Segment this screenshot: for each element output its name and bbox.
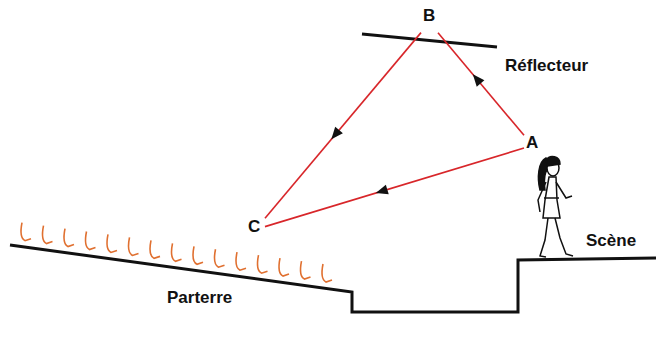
seat-mark: [236, 252, 246, 270]
sound-ray: [265, 148, 524, 227]
seat-mark: [129, 237, 139, 255]
seat-mark: [193, 246, 203, 264]
point-marker: A: [524, 134, 541, 157]
point-label: C: [248, 218, 260, 237]
floor-outline: [10, 245, 656, 312]
point-marker: B: [421, 7, 438, 38]
seat-mark: [150, 240, 160, 258]
seat-mark: [21, 223, 31, 241]
seat-rows: [21, 223, 332, 282]
woman-figure: [538, 157, 573, 257]
parterre-label: Parterre: [167, 289, 232, 308]
reflector-panel: [362, 34, 497, 47]
point-marker: C: [246, 218, 265, 241]
seat-mark: [301, 261, 311, 279]
seat-mark: [107, 234, 117, 252]
sound-ray: [438, 33, 524, 136]
ray-line: [438, 33, 524, 136]
ray-line: [265, 148, 524, 227]
point-label: B: [423, 7, 435, 26]
seat-mark: [86, 232, 96, 250]
seat-mark: [64, 229, 74, 247]
arrow-head: [473, 74, 485, 86]
point-label: A: [526, 134, 538, 153]
seat-mark: [258, 255, 268, 273]
seat-mark: [215, 249, 225, 267]
sound-ray: [265, 33, 421, 219]
seat-mark: [172, 243, 182, 261]
seat-mark: [279, 258, 289, 276]
seat-mark: [43, 226, 53, 244]
arrow-head: [376, 185, 389, 195]
seat-mark: [322, 264, 332, 282]
ray-line: [265, 33, 421, 219]
stage-label: Scène: [586, 232, 636, 251]
arrow-head: [331, 127, 343, 139]
reflector-label: Réflecteur: [505, 57, 588, 76]
